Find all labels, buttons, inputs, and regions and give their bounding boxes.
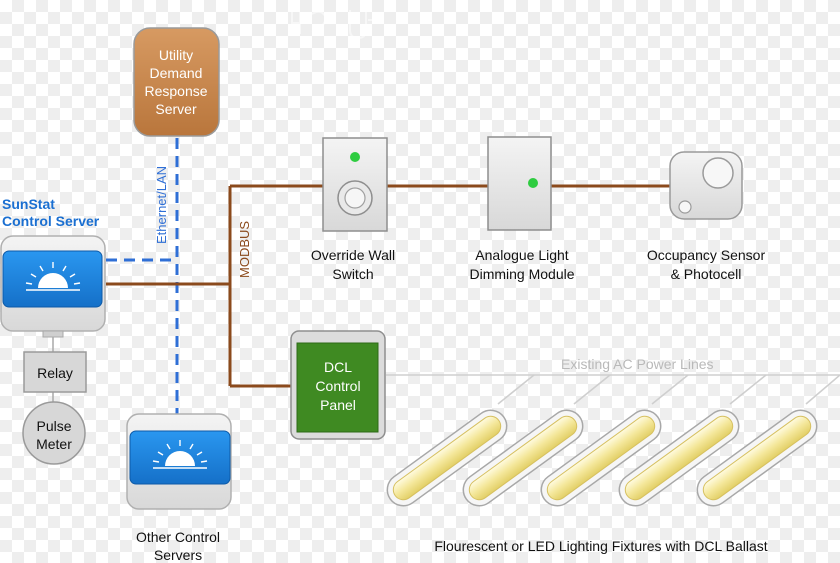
dcl-panel-label-1: DCL [324,359,352,375]
lighting-fixtures [386,409,818,507]
ethernet-lines [106,138,179,414]
other-servers-label-1: Other Control [136,529,220,545]
other-servers-label-2: Servers [154,547,202,563]
override-wall-switch [322,137,388,232]
power-lines [386,374,840,405]
fixture-tube [462,409,584,507]
dcl-control-panel: DCL Control Panel [290,330,386,440]
utility-label-3: Response [144,83,207,99]
override-switch-label-2: Switch [332,266,373,282]
modbus-label: MODBUS [237,221,252,278]
pulse-meter: Pulse Meter [22,401,86,465]
ethernet-label: Ethernet/LAN [154,166,169,244]
occupancy-sensor [669,151,743,220]
occupancy-sensor-label-1: Occupancy Sensor [647,247,766,263]
sunrise-icon [152,440,208,469]
fixture-tube [540,409,662,507]
sunstat-title-1: SunStat [2,196,55,212]
utility-server: Utility Demand Response Server [133,27,220,137]
override-switch-label-1: Override Wall [311,247,395,263]
fixture-tube [696,409,818,507]
utility-label-2: Demand [150,65,203,81]
fixture-tube [386,409,508,507]
faded-logo-icon [291,10,378,40]
sunrise-icon [25,262,81,291]
fixture-tube [618,409,740,507]
power-lines-label: Existing AC Power Lines [561,356,714,372]
relay-label: Relay [37,365,73,381]
push-button-icon [337,180,373,216]
sensor-lens-icon [678,157,734,214]
modbus-lines [106,184,670,388]
utility-label-4: Server [155,101,197,117]
sunstat-server [0,235,106,332]
relay-box: Relay [23,351,87,393]
dimming-module [487,136,552,231]
occupancy-sensor-label-2: & Photocell [671,266,742,282]
fixtures-label: Flourescent or LED Lighting Fixtures wit… [434,538,767,554]
pulse-meter-label-1: Pulse [36,418,71,434]
sunstat-title-2: Control Server [2,213,100,229]
dcl-panel-label-2: Control [315,378,360,394]
other-control-server [126,413,232,510]
dimming-module-label-1: Analogue Light [475,247,569,263]
pulse-meter-label-2: Meter [36,436,72,452]
dcl-panel-label-3: Panel [320,397,356,413]
dimming-module-label-2: Dimming Module [469,266,574,282]
utility-label-1: Utility [159,47,193,63]
relay-connector [42,330,64,402]
status-led-icon [528,178,538,188]
status-led-icon [350,152,360,162]
